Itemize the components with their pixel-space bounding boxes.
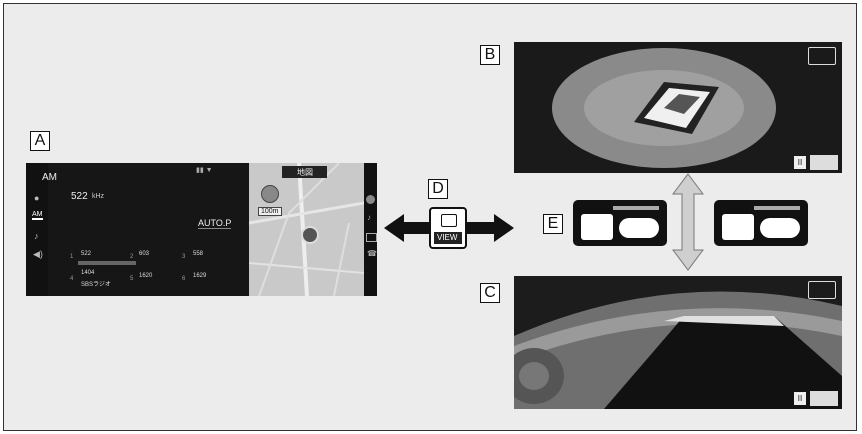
band-label: AM bbox=[42, 172, 57, 183]
car-view-icon bbox=[619, 218, 659, 238]
toggle-indicator bbox=[613, 206, 659, 210]
preset-number: 4 bbox=[70, 276, 74, 282]
screen-a: ● AM ♪ ◀) AM ▮▮ ▼ 522 kHz AUTO.P 1 522 2… bbox=[26, 163, 377, 296]
preset-5[interactable]: 1620 bbox=[139, 273, 153, 279]
current-position-icon bbox=[301, 226, 319, 244]
preset-4-name: SBSラジオ bbox=[81, 282, 111, 288]
view-mode-icon[interactable] bbox=[810, 155, 838, 170]
map-title-bar bbox=[282, 166, 327, 178]
camera-icon bbox=[441, 214, 457, 227]
driver-view-icon bbox=[722, 214, 754, 240]
nav-icon[interactable] bbox=[366, 195, 375, 204]
view-button-label: VIEW bbox=[437, 233, 458, 242]
preset-number: 6 bbox=[182, 276, 186, 282]
frequency-unit: kHz bbox=[92, 193, 105, 200]
preset-4[interactable]: 1404 bbox=[81, 270, 95, 276]
preset-number: 5 bbox=[130, 276, 134, 282]
sidebar-source-icon[interactable]: ● bbox=[34, 193, 40, 203]
map-area[interactable]: 地図 100m bbox=[249, 163, 364, 296]
preset-number: 2 bbox=[130, 254, 134, 260]
sidebar-band-item[interactable]: AM bbox=[32, 211, 43, 220]
vertical-double-arrow bbox=[672, 173, 704, 271]
label-b: B bbox=[480, 45, 500, 65]
image-icon[interactable] bbox=[366, 233, 377, 242]
camera-settings-icon[interactable] bbox=[808, 281, 836, 299]
car-view-icon bbox=[760, 218, 800, 238]
preset-1[interactable]: 522 bbox=[81, 251, 92, 257]
phone-icon[interactable]: ☎ bbox=[367, 249, 377, 258]
mode-toggle-right[interactable] bbox=[714, 200, 808, 246]
volume-icon[interactable]: ◀) bbox=[33, 249, 43, 259]
driver-perspective-view bbox=[514, 291, 842, 409]
preset-number: 1 bbox=[70, 254, 74, 260]
frequency-value: 522 bbox=[71, 191, 88, 202]
map-title: 地図 bbox=[297, 168, 313, 177]
compass-icon[interactable] bbox=[261, 185, 279, 203]
map-scale: 100m bbox=[258, 207, 282, 216]
status-icons: ▮▮ ▼ bbox=[196, 167, 213, 174]
preset-2[interactable]: 603 bbox=[139, 251, 150, 257]
label-e: E bbox=[543, 214, 563, 234]
music-icon[interactable]: ♪ bbox=[367, 213, 371, 222]
audio-sidebar bbox=[26, 163, 48, 296]
view-mode-icon[interactable] bbox=[810, 391, 838, 406]
label-d: D bbox=[428, 179, 448, 199]
label-a: A bbox=[30, 131, 50, 151]
view-label-bg bbox=[434, 232, 462, 244]
pause-button[interactable]: II bbox=[794, 156, 806, 169]
view-button[interactable]: VIEW bbox=[429, 207, 467, 249]
screen-c: II bbox=[514, 276, 842, 409]
auto-preset-button[interactable]: AUTO.P bbox=[198, 218, 232, 229]
diagram-frame: A ● AM ♪ ◀) AM ▮▮ ▼ 522 kHz AUTO.P 1 522… bbox=[3, 3, 857, 431]
preset-6[interactable]: 1629 bbox=[193, 273, 207, 279]
panoramic-view bbox=[552, 48, 776, 168]
mode-toggle-left[interactable] bbox=[573, 200, 667, 246]
toggle-indicator bbox=[754, 206, 800, 210]
camera-settings-icon[interactable] bbox=[808, 47, 836, 65]
pause-button[interactable]: II bbox=[794, 392, 806, 405]
screen-b: II bbox=[514, 42, 842, 173]
right-menu-strip bbox=[364, 163, 377, 296]
driver-view-icon bbox=[581, 214, 613, 240]
preset-number: 3 bbox=[182, 254, 186, 260]
preset-3[interactable]: 558 bbox=[193, 251, 204, 257]
label-c: C bbox=[480, 283, 500, 303]
preset-1-highlight bbox=[78, 261, 136, 265]
sidebar-sound-icon[interactable]: ♪ bbox=[34, 231, 39, 241]
